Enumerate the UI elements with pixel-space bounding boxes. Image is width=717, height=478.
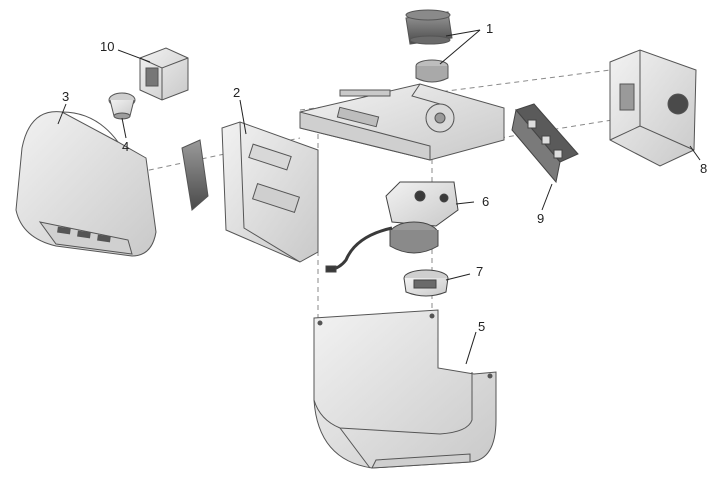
callout-3: 3 xyxy=(62,89,70,104)
callout-1: 1 xyxy=(486,21,494,36)
part-light-socket xyxy=(139,47,189,101)
part-logic-board xyxy=(511,103,579,184)
part-side-bracket xyxy=(181,121,319,263)
part-motor-assembly xyxy=(325,181,459,273)
callout-2: 2 xyxy=(233,85,241,100)
part-rail-cover xyxy=(313,309,497,469)
leader-lines xyxy=(57,29,701,365)
callout-7: 7 xyxy=(476,264,484,279)
part-travel-module xyxy=(403,269,449,297)
part-drive-gears xyxy=(405,9,453,83)
callout-10: 10 xyxy=(100,39,115,54)
part-chassis-plate xyxy=(299,83,505,161)
callout-6: 6 xyxy=(482,194,490,209)
part-cover-housing xyxy=(15,111,157,257)
callout-9: 9 xyxy=(537,211,545,226)
callout-5: 5 xyxy=(478,319,486,334)
callout-8: 8 xyxy=(700,161,708,176)
callout-4: 4 xyxy=(122,139,130,154)
part-end-panel xyxy=(609,49,697,167)
part-bulb-socket xyxy=(108,92,136,120)
